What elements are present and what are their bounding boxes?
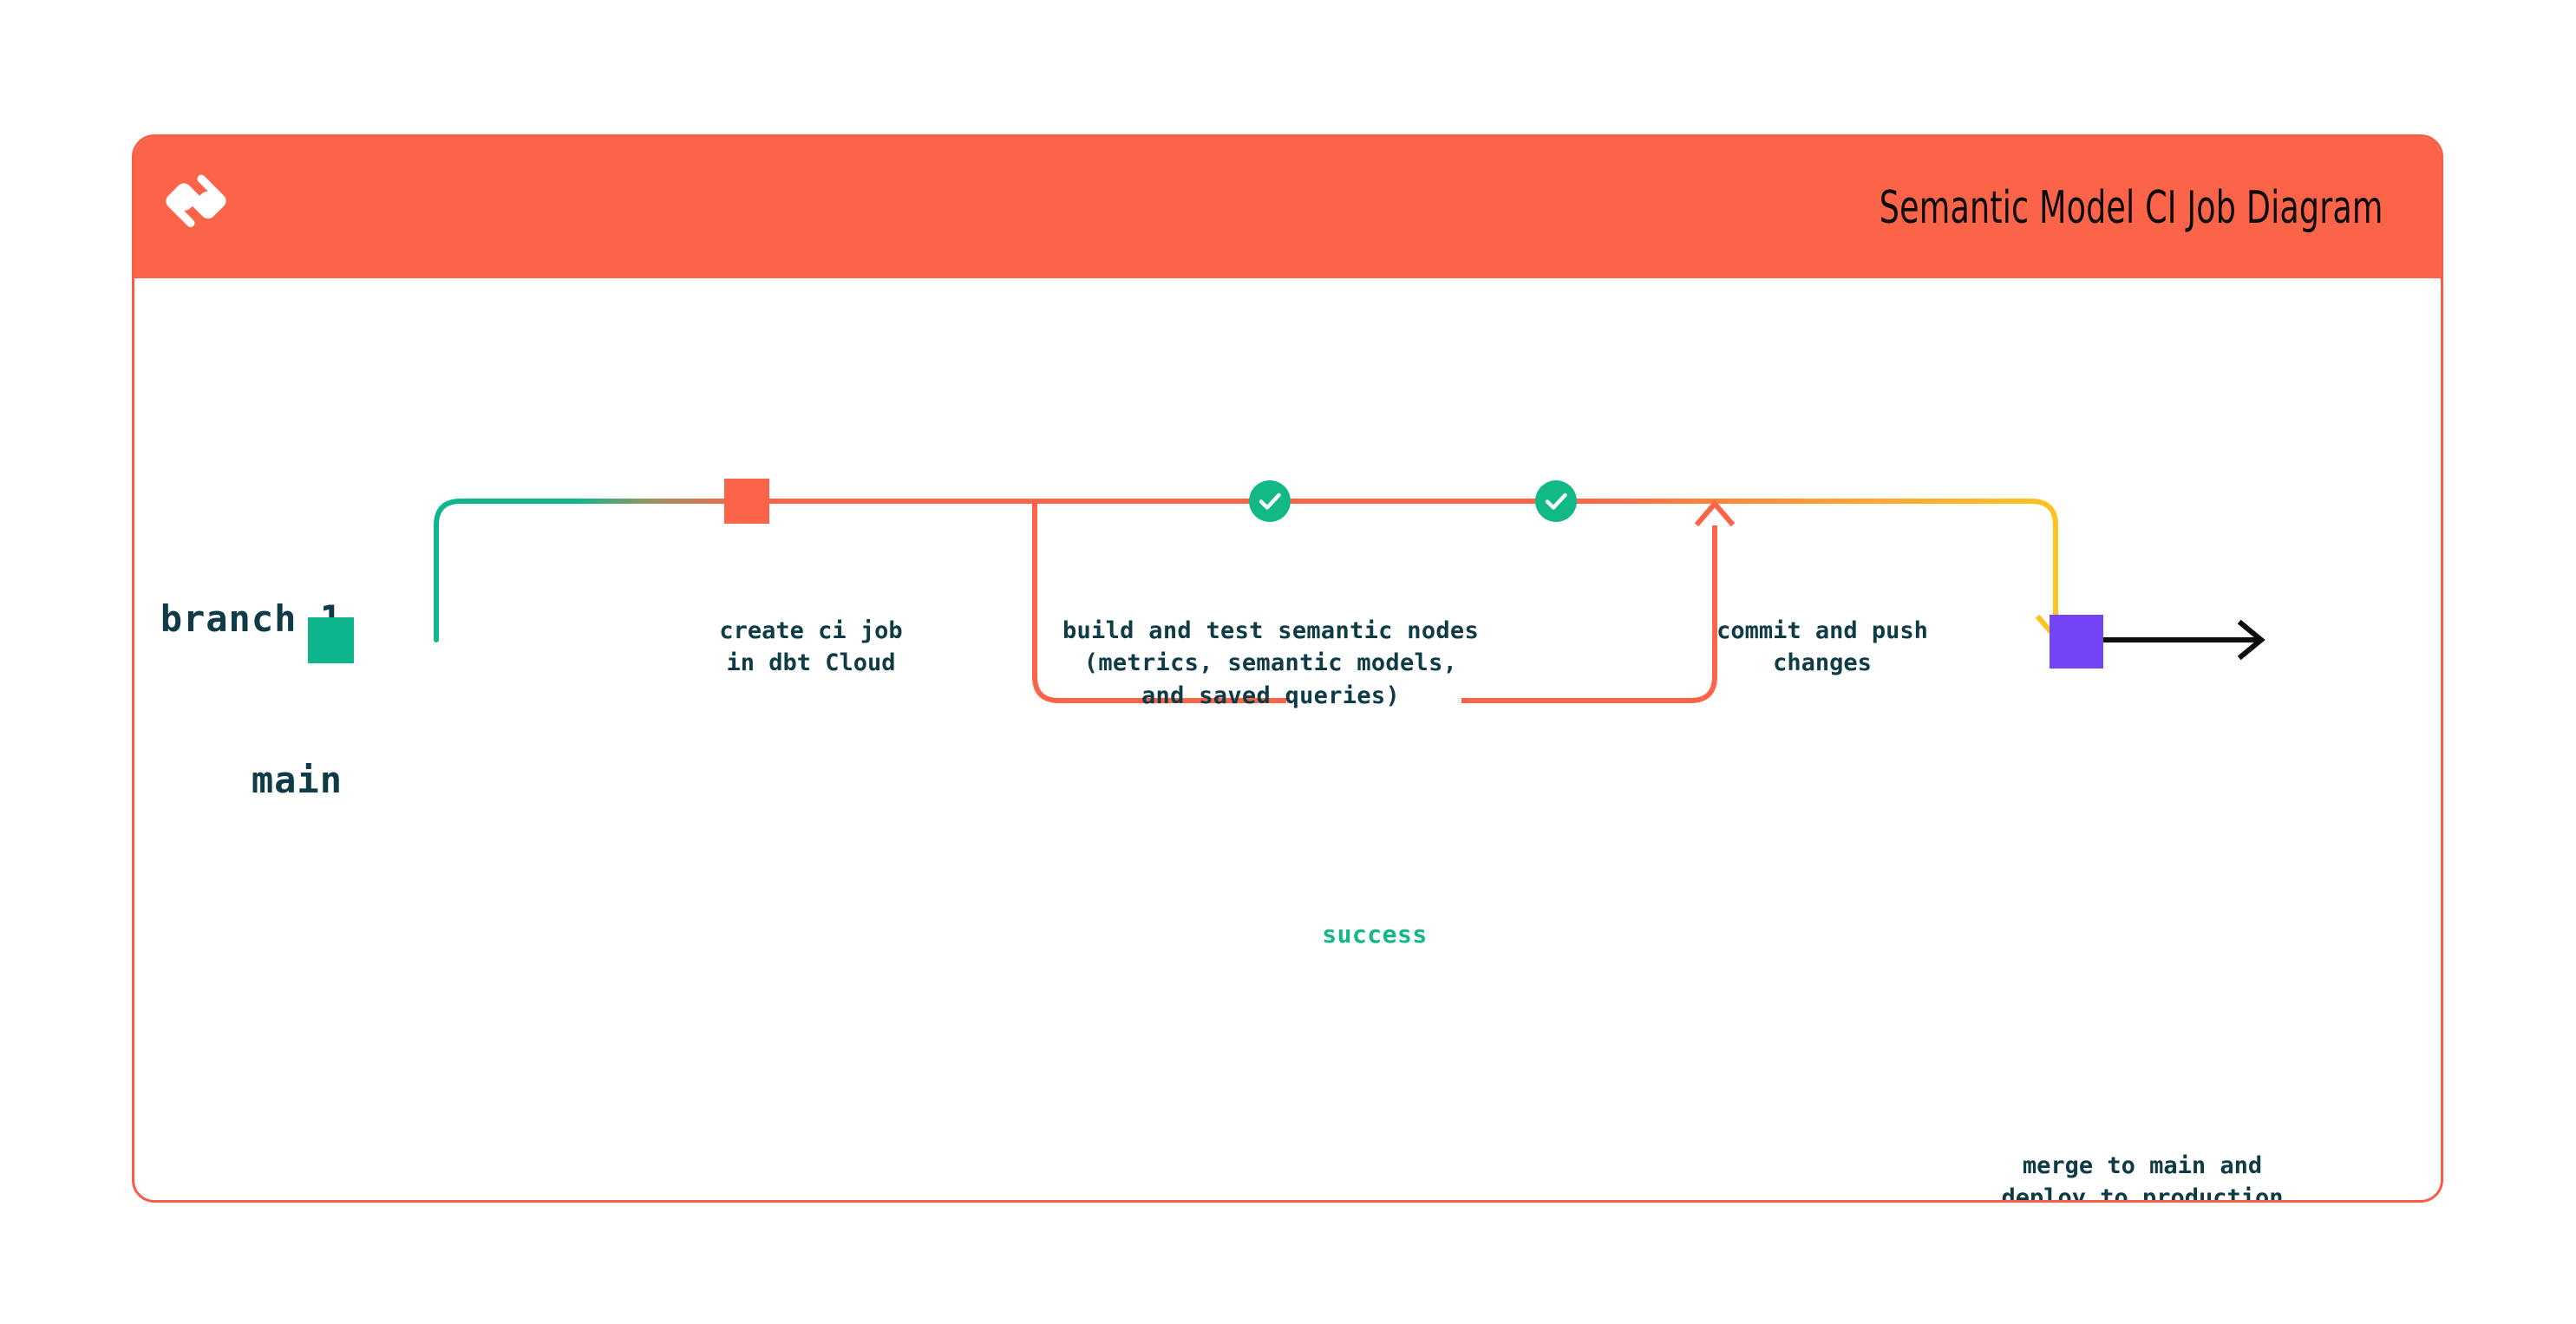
diagram-connectors [351,499,2265,703]
commit-node-create-ci-job[interactable] [724,479,769,524]
success-loop-right [1461,525,1717,703]
node-caption-build-and-test: build and test semantic nodes (metrics, … [1062,617,1480,709]
check-icon [1545,492,1567,510]
page-title: Semantic Model CI Job Diagram [1880,181,2383,234]
status-node-build-and-test[interactable] [1249,480,1291,522]
card-header: Semantic Model CI Job Diagram [134,137,2441,278]
commit-node-merge-to-main[interactable] [2050,615,2103,669]
lane-label-main: main [251,759,343,801]
dbt-x-logo-icon [166,174,226,227]
node-caption-commit-and-push: commit and push changes [1716,617,1928,677]
commit-node-main-start[interactable] [308,617,354,663]
success-loop-left [1032,501,1286,703]
success-rejoin-arrowhead-icon [1694,499,1736,527]
status-node-commit-and-push[interactable] [1535,480,1577,522]
edge-label-success: success [1288,920,1461,949]
node-caption-merge-to-main: merge to main and deploy to production [2001,1152,2284,1203]
branch-off-wire [434,499,749,642]
check-icon [1259,492,1281,510]
merge-down-wire [1576,499,2058,622]
diagram-canvas: branch 1 main create ci job in dbt Cloud… [134,278,2441,1200]
main-continuation-arrowhead-icon [2237,619,2265,661]
diagram-card: Semantic Model CI Job Diagram [132,134,2443,1203]
node-caption-create-ci-job: create ci job in dbt Cloud [719,617,903,677]
